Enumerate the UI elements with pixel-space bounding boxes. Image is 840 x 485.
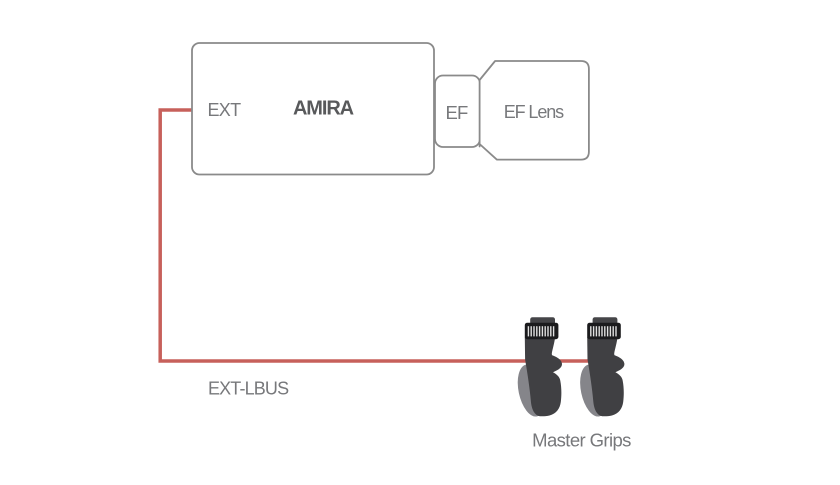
svg-text:EF: EF: [445, 102, 468, 123]
svg-text:AMIRA: AMIRA: [293, 98, 354, 120]
svg-text:EXT: EXT: [208, 100, 242, 120]
svg-text:EF Lens: EF Lens: [504, 102, 564, 122]
svg-text:Master Grips: Master Grips: [532, 429, 631, 450]
svg-text:EXT-LBUS: EXT-LBUS: [208, 379, 289, 399]
